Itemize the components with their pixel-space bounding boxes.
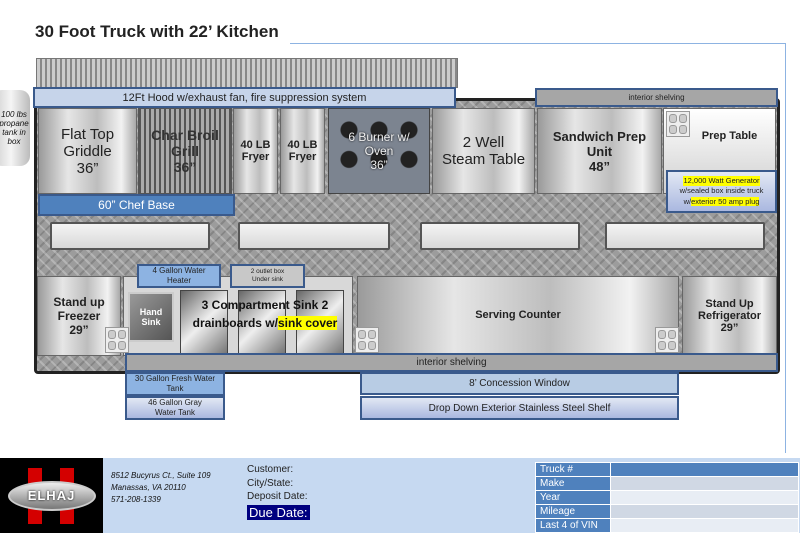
label: Sink: [141, 317, 161, 327]
label: Flat Top: [60, 125, 115, 143]
make-value[interactable]: [610, 476, 799, 491]
make-label: Make: [535, 476, 611, 491]
generator-note: 12,000 Watt Generator w/sealed box insid…: [666, 170, 777, 213]
outlet-icon: [105, 327, 129, 353]
label: Grill: [170, 143, 199, 159]
label: Fryer: [288, 151, 317, 163]
truck-number-label: Truck #: [535, 462, 611, 477]
interior-shelving-bottom: interior shelving: [125, 353, 778, 372]
label: 40 LB: [240, 139, 271, 151]
outlet-icon: [355, 327, 379, 353]
label: Oven: [364, 144, 394, 158]
label: sink cover: [277, 316, 338, 330]
label: 29”: [720, 322, 739, 334]
outlet-icon: [655, 327, 679, 353]
year-value[interactable]: [610, 490, 799, 505]
three-compartment-sink-label: 3 Compartment Sink 2 drainboards w/sink …: [178, 294, 352, 334]
chef-base: 60” Chef Base: [38, 194, 235, 216]
logo-text: ELHAJ: [7, 480, 96, 511]
label: 36”: [76, 159, 99, 177]
hood-label: 12Ft Hood w/exhaust fan, fire suppressio…: [33, 87, 456, 108]
concession-window: 8’ Concession Window: [360, 372, 679, 395]
drop-down-shelf: Drop Down Exterior Stainless Steel Shelf: [360, 396, 679, 420]
label: Unit: [586, 143, 613, 159]
year-label: Year: [535, 490, 611, 505]
light-fixture: [50, 222, 210, 250]
address-line: Manassas, VA 20110: [111, 483, 186, 492]
label: Freezer: [57, 309, 101, 323]
label: 6 Burner w/: [348, 130, 410, 144]
truck-number-value[interactable]: [610, 462, 799, 477]
customer-fields: Customer: City/State: Deposit Date: Due …: [247, 463, 310, 521]
label: Steam Table: [441, 151, 526, 168]
elhaj-logo: ELHAJ: [0, 458, 103, 533]
light-fixture: [420, 222, 580, 250]
propane-label: 100 lbs propane tank in box: [0, 110, 29, 146]
label: 2 outlet box: [250, 267, 285, 275]
label: drainboards w/: [192, 316, 278, 330]
label: 4 Gallon Water: [152, 266, 206, 276]
mileage-label: Mileage: [535, 504, 611, 519]
gray-water-tank: 46 Gallon Gray Water Tank: [125, 396, 225, 420]
label: 2 Well: [462, 134, 505, 151]
label: 48”: [589, 158, 610, 174]
page-title: 30 Foot Truck with 22’ Kitchen: [35, 22, 279, 41]
light-fixture: [605, 222, 765, 250]
label: Under sink: [251, 276, 284, 283]
label: Sandwich Prep: [552, 128, 647, 144]
light-fixture: [238, 222, 390, 250]
divider: [290, 43, 786, 44]
label: w/: [683, 196, 692, 206]
city-state-label: City/State:: [247, 477, 294, 489]
address-line: 571-208-1339: [111, 495, 161, 504]
serving-counter: Serving Counter: [357, 276, 679, 354]
deposit-date-label: Deposit Date:: [247, 491, 308, 502]
truck-info-table: Truck # Make Year Mileage Last 4 of VIN: [535, 462, 799, 533]
address: 8512 Bucyrus Ct., Suite 109 Manassas, VA…: [111, 470, 211, 506]
label: Refrigerator: [698, 310, 761, 322]
label: Griddle: [63, 142, 112, 160]
hood-image: [36, 58, 458, 88]
fresh-water-tank: 30 Gallon Fresh Water Tank: [125, 372, 225, 396]
label: 36”: [370, 158, 388, 172]
mileage-value[interactable]: [610, 504, 799, 519]
customer-label: Customer:: [247, 464, 294, 475]
vin-label: Last 4 of VIN: [535, 518, 611, 533]
label: 40 LB: [287, 139, 318, 151]
divider: [785, 43, 786, 453]
label: 29”: [69, 323, 89, 337]
label: Stand up: [53, 295, 105, 309]
label: Prep Table: [701, 130, 758, 142]
label: Stand Up: [705, 298, 754, 310]
sink-basin: [180, 290, 228, 354]
label: 3 Compartment Sink 2: [201, 298, 329, 312]
label: Char Broil: [151, 127, 219, 143]
address-line: 8512 Bucyrus Ct., Suite 109: [111, 471, 211, 480]
label: Fryer: [241, 151, 270, 163]
propane-tank: 100 lbs propane tank in box: [0, 90, 30, 166]
vin-value[interactable]: [610, 518, 799, 533]
label: 36”: [173, 159, 197, 175]
label: w/sealed box inside truck: [679, 186, 764, 196]
label: exterior 50 amp plug: [691, 196, 760, 206]
label: Heater: [166, 276, 191, 285]
label: 12,000 Watt Generator: [683, 176, 760, 187]
label: Hand: [139, 307, 163, 317]
due-date-label: Due Date:: [247, 504, 310, 520]
interior-shelving-top: interior shelving: [535, 88, 778, 107]
outlet-icon: [666, 111, 690, 137]
